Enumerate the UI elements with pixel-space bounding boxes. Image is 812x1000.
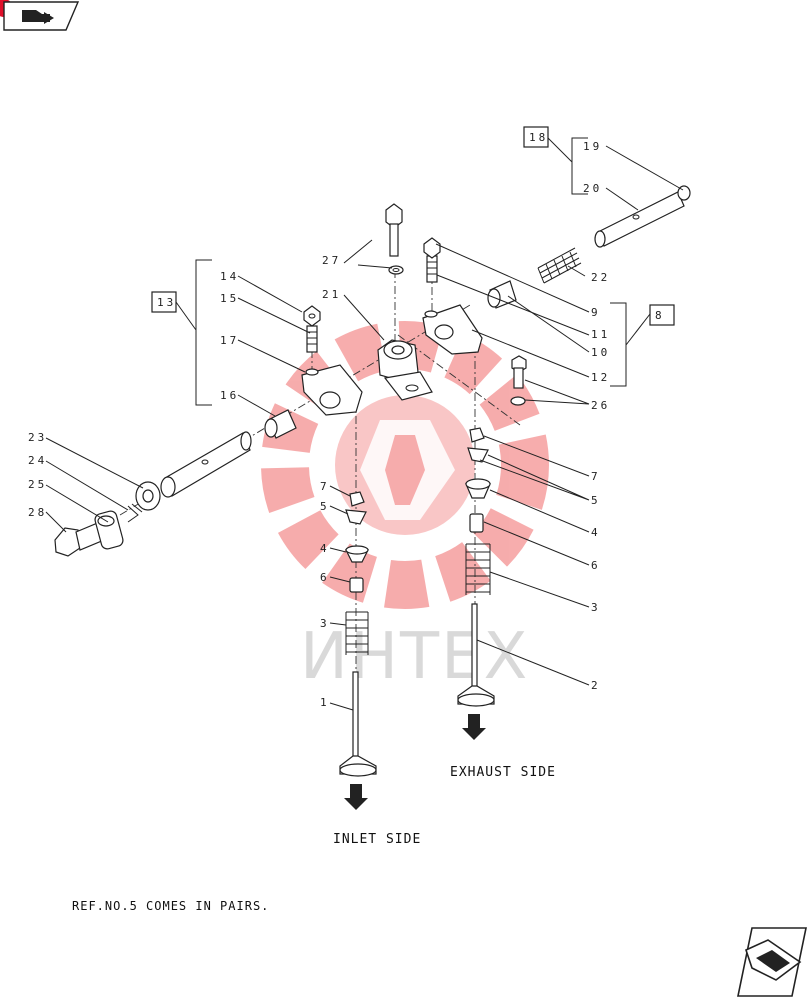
label-15: 15 — [220, 292, 239, 305]
label-25: 25 — [28, 478, 47, 491]
label-7-exhaust: 7 — [591, 470, 601, 483]
part-20-rocker-shaft — [594, 191, 685, 248]
part-21-rocker-bracket — [377, 339, 433, 401]
exhaust-side-caption: EXHAUST SIDE — [450, 765, 556, 780]
label-16: 16 — [220, 389, 239, 402]
part-5-collet-exhaust — [467, 447, 489, 463]
label-4-exhaust: 4 — [591, 526, 601, 539]
part-10-spacer — [487, 280, 517, 309]
part-7-cap-exhaust — [469, 427, 485, 443]
label-11: 11 — [591, 328, 610, 341]
label-5-exhaust: 5 — [591, 494, 601, 507]
label-9: 9 — [591, 306, 601, 319]
label-17: 17 — [220, 334, 239, 347]
exhaust-down-arrow-icon — [462, 714, 486, 740]
label-6-inlet: 6 — [320, 571, 330, 584]
part-27-bolt — [385, 203, 404, 275]
label-4-inlet: 4 — [320, 542, 330, 555]
watermark-text: ИНТЕХ — [300, 620, 529, 694]
label-23: 23 — [28, 431, 47, 444]
label-14: 14 — [220, 270, 239, 283]
exhaust-valve-train — [457, 427, 495, 740]
part-3-spring-inlet — [345, 611, 369, 655]
label-13: 13 — [157, 296, 176, 309]
part-2-exhaust-valve — [457, 603, 495, 707]
part-28-banjo-bolt — [54, 510, 124, 557]
group-bracket-8 — [610, 302, 675, 387]
label-26: 26 — [591, 399, 610, 412]
part-25-clip — [127, 503, 143, 523]
label-19: 19 — [583, 140, 602, 153]
part-7-cap-inlet — [349, 491, 365, 507]
label-12: 12 — [591, 371, 610, 384]
inlet-side-caption: INLET SIDE — [333, 832, 421, 847]
part-1-inlet-valve — [339, 671, 377, 777]
label-6-exhaust: 6 — [591, 559, 601, 572]
footnote: REF.NO.5 COMES IN PAIRS. — [72, 899, 269, 913]
next-page-arrow-icon[interactable] — [737, 927, 807, 997]
part-3-spring-exhaust — [465, 543, 491, 595]
label-2: 2 — [591, 679, 601, 692]
group-bracket-13 — [151, 259, 212, 406]
label-22: 22 — [591, 271, 610, 284]
part-5-collet-inlet — [345, 509, 367, 525]
part-number-labels: 14 15 17 16 13 27 21 18 19 20 22 9 11 10… — [28, 131, 665, 709]
label-5-inlet: 5 — [320, 500, 330, 513]
label-24: 24 — [28, 454, 47, 467]
part-12-rocker-arm — [422, 304, 483, 355]
axis-line-bolt — [397, 334, 521, 426]
group-bracket-18 — [523, 126, 588, 195]
part-9-nut — [423, 237, 441, 259]
label-27: 27 — [322, 254, 341, 267]
label-3-exhaust: 3 — [591, 601, 601, 614]
label-8: 8 — [655, 309, 665, 322]
part-26-bolt — [510, 355, 527, 406]
inlet-down-arrow-icon — [344, 784, 368, 810]
part-6-seal-inlet — [349, 577, 364, 593]
label-20: 20 — [583, 182, 602, 195]
label-3-inlet: 3 — [320, 617, 330, 630]
inlet-valve-train — [339, 491, 377, 810]
part-22-spring — [537, 247, 582, 284]
part-spacer-left — [264, 409, 297, 439]
book-arrow-icon[interactable] — [0, 0, 80, 31]
part-6-seal-exhaust — [469, 513, 484, 533]
part-24-washer — [135, 481, 161, 511]
part-16-rocker-shaft — [160, 431, 252, 498]
label-7-inlet: 7 — [320, 480, 330, 493]
label-10: 10 — [591, 346, 610, 359]
label-18: 18 — [529, 131, 548, 144]
label-28: 28 — [28, 506, 47, 519]
label-1: 1 — [320, 696, 330, 709]
part-15-adjusting-screw — [306, 325, 318, 353]
part-19-plug — [677, 185, 691, 201]
part-11-adjusting-screw — [426, 255, 438, 283]
leader-lines — [45, 145, 684, 711]
label-21: 21 — [322, 288, 341, 301]
part-14-nut — [303, 305, 321, 327]
part-17-rocker-arm — [301, 364, 363, 416]
